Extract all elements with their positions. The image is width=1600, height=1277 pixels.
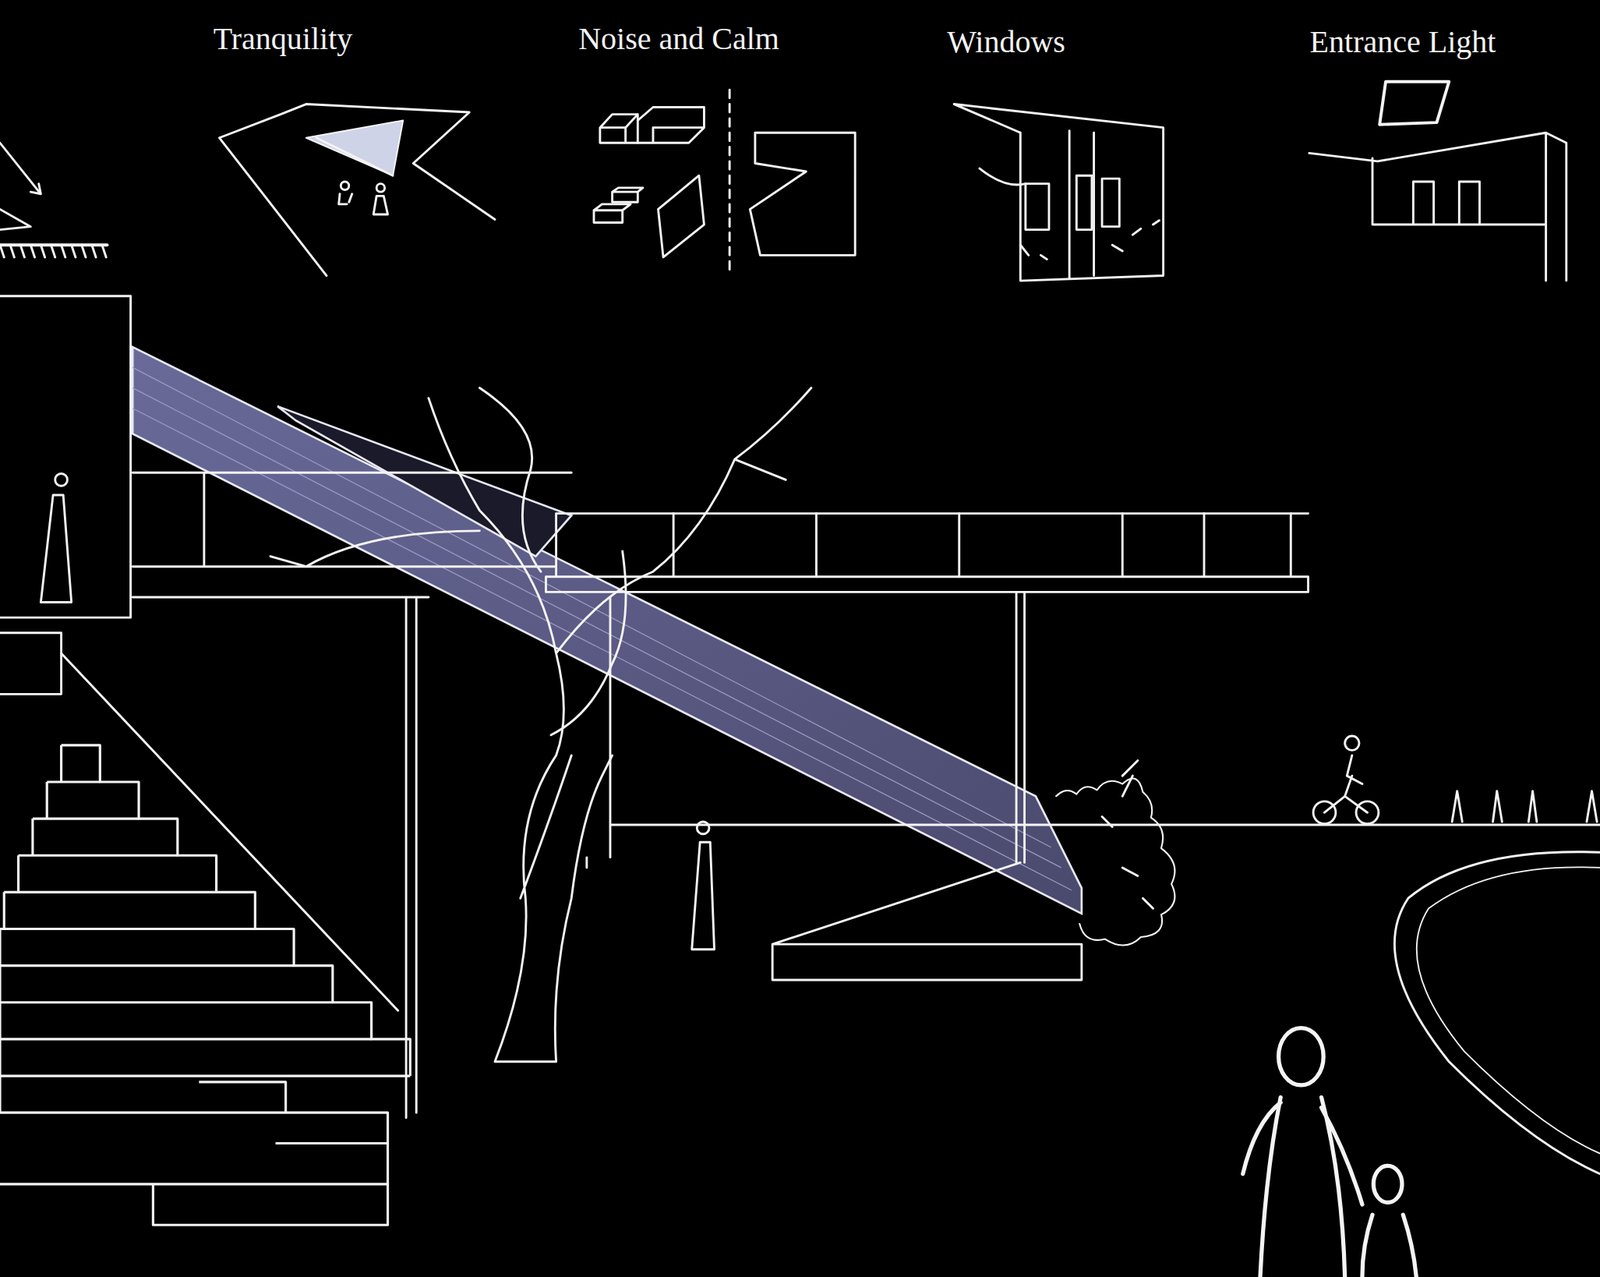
panel-caption: Windows <box>946 23 1066 61</box>
stair-steps <box>0 745 410 1225</box>
stair-profile <box>61 745 411 1076</box>
panel-caption: Noise and Calm <box>578 20 780 57</box>
panel-caption: Entrance Light <box>1310 23 1497 61</box>
panel-caption: Tranquility <box>213 20 354 57</box>
